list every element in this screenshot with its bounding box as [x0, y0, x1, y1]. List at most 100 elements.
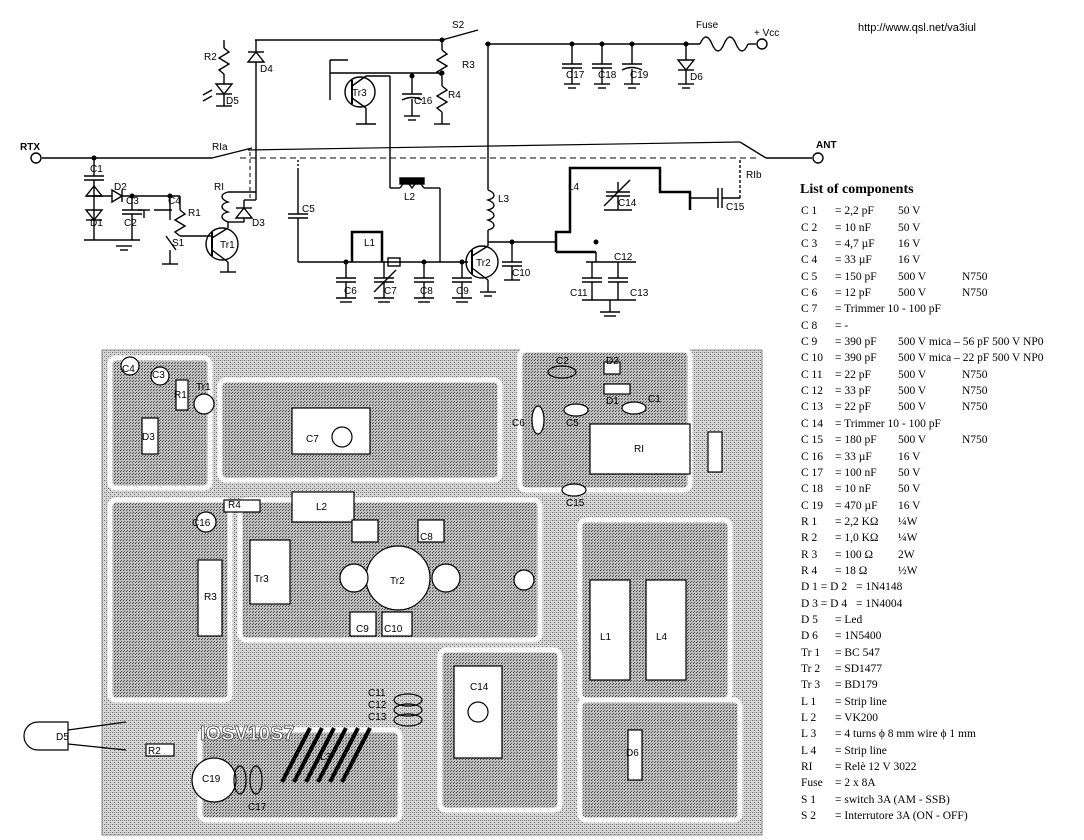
component-row: Tr 1= BC 547 — [800, 645, 1084, 661]
pcb-label-c3: C3 — [152, 370, 165, 381]
pcb-label-c16: C16 — [192, 518, 211, 529]
component-ref: R 2 — [801, 532, 818, 545]
component-value: = Strip line — [835, 695, 887, 708]
component-value: = 4 turns ϕ 8 mm wire ϕ 1 mm — [835, 728, 976, 741]
component-type: N750 — [962, 385, 988, 398]
power-amplifier — [465, 189, 556, 297]
label-s1: S1 — [172, 238, 185, 249]
component-value: = Relè 12 V 3022 — [835, 761, 917, 774]
pcb-label-d1: D1 — [606, 396, 619, 407]
component-value: = Interrutore 3A (ON - OFF) — [835, 810, 968, 823]
label-c6: C6 — [344, 286, 357, 297]
component-value: = 18 Ω — [835, 564, 868, 577]
component-ref: C 1 — [801, 205, 818, 218]
component-value: = 33 µF — [835, 450, 872, 463]
label-d5: D5 — [226, 96, 239, 107]
pcb-label-c13: C13 — [368, 712, 387, 723]
label-d3: D3 — [252, 218, 265, 229]
component-rating: ¼W — [898, 515, 918, 528]
pcb-label-l3: L3 — [320, 752, 332, 763]
label-c13: C13 — [630, 288, 649, 299]
label-r1: R1 — [188, 208, 201, 219]
label-c10: C10 — [512, 268, 531, 279]
component-ref: S 1 — [801, 793, 817, 806]
component-rating: 16 V — [898, 238, 921, 251]
component-value: = 100 nF — [835, 466, 877, 479]
component-row: Tr 2= SD1477 — [800, 661, 1084, 677]
component-value: = switch 3A (AM - SSB) — [835, 793, 950, 806]
label-c12: C12 — [614, 252, 633, 263]
component-ref: C 13 — [801, 401, 824, 414]
label-rlb: RIb — [746, 170, 762, 181]
component-ref: C 17 — [801, 466, 824, 479]
pcb-label-l4: L4 — [656, 632, 668, 643]
pcb-label-c1: C1 — [648, 394, 661, 405]
label-r2: R2 — [204, 52, 217, 63]
component-value: = 22 pF — [835, 368, 871, 381]
component-type: N750 — [962, 434, 988, 447]
component-value: = 1N4004 — [856, 597, 903, 610]
label-c11: C11 — [570, 288, 588, 299]
pcb-label-c15: C15 — [566, 498, 585, 509]
component-row: L 4= Strip line — [800, 743, 1084, 759]
pcb-label-c17: C17 — [248, 802, 267, 813]
label-vcc: + Vcc — [754, 28, 779, 39]
pcb-label-c8: C8 — [420, 532, 433, 543]
component-row: D 1 = D 2= 1N4148 — [800, 579, 1084, 595]
label-r4: R4 — [448, 90, 461, 101]
component-rating: 16 V — [898, 450, 921, 463]
component-value: = 180 pF — [835, 434, 877, 447]
pcb-label-c14: C14 — [470, 682, 489, 693]
component-rating: 500 V — [898, 401, 927, 414]
label-rla: RIa — [212, 142, 228, 153]
bias-network — [329, 40, 450, 188]
component-ref: C 18 — [801, 483, 824, 496]
component-row: D 3 = D 4= 1N4004 — [800, 596, 1084, 612]
component-value: = BD179 — [835, 679, 878, 692]
component-ref: C 5 — [801, 270, 818, 283]
label-c19: C19 — [630, 70, 649, 81]
component-value: = 4,7 µF — [835, 238, 875, 251]
circuit-schematic: RTX ANT + Vcc Fuse RIa RIb RI S1 S2 R1 R… — [20, 20, 837, 317]
label-d6: D6 — [690, 72, 703, 83]
pcb-label-c11: C11 — [368, 688, 386, 699]
pcb-label-c5: C5 — [566, 418, 579, 429]
component-ref: C 7 — [801, 303, 818, 316]
pcb-label-r2: R2 — [148, 746, 161, 757]
component-row: C 8= - — [800, 318, 1084, 334]
component-rating: 16 V — [898, 499, 921, 512]
pcb-label-tr2: Tr2 — [390, 576, 405, 587]
pcb-stamp: IOSV10S7 — [200, 723, 295, 745]
pcb-label-l2: L2 — [316, 502, 328, 513]
component-value: = 2 x 8A — [835, 777, 876, 790]
component-value: = SD1477 — [835, 662, 883, 675]
component-ref: Tr 1 — [801, 646, 821, 659]
component-type: N750 — [962, 287, 988, 300]
component-ref: S 2 — [801, 810, 817, 823]
component-rating: 16 V — [898, 254, 921, 267]
component-rating: 2W — [898, 548, 915, 561]
label-l1: L1 — [364, 238, 376, 249]
pcb-label-c10: C10 — [384, 624, 403, 635]
pcb-label-c6: C6 — [512, 418, 525, 429]
label-rtx: RTX — [20, 142, 40, 153]
component-rating: 500 V mica – 22 pF 500 V NP0 — [898, 352, 1044, 365]
component-row: RI= Relè 12 V 3022 — [800, 759, 1084, 775]
component-ref: L 4 — [801, 744, 817, 757]
coil-l3 — [280, 727, 372, 783]
pcb-label-rl: RI — [634, 444, 644, 455]
vcc-rail — [255, 29, 768, 190]
label-d1: D1 — [90, 218, 103, 229]
label-l4: L4 — [568, 182, 580, 193]
